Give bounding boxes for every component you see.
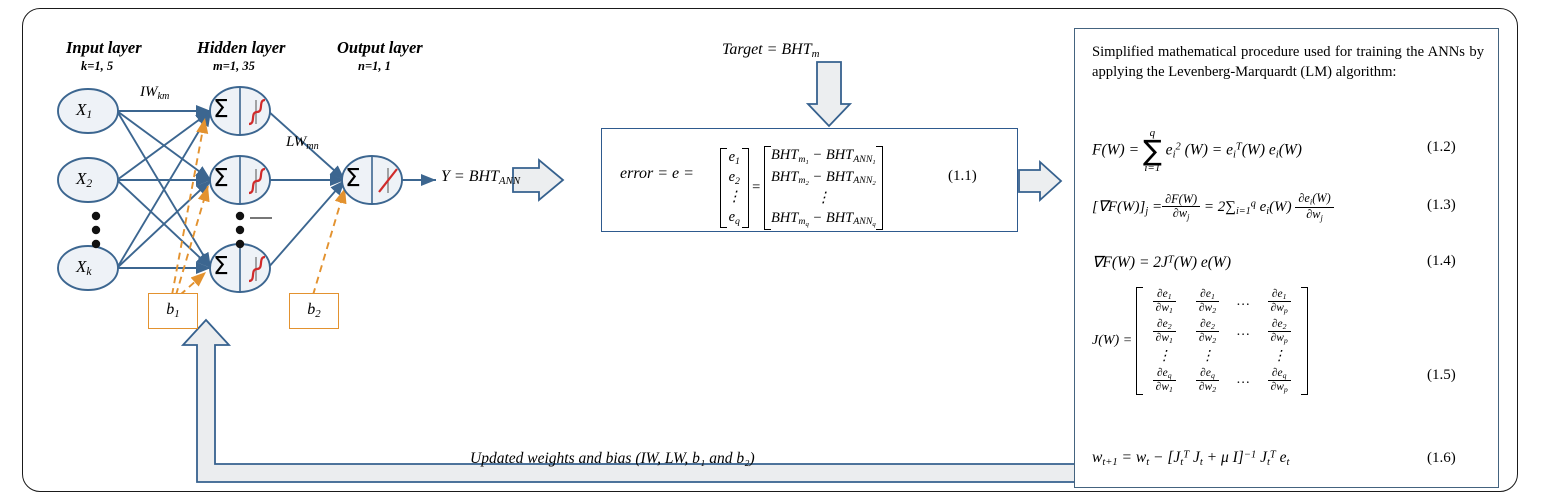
error-lhs: error = e = xyxy=(620,165,694,182)
output-layer-title: Output layer xyxy=(337,38,423,57)
right-panel-box: Simplified mathematical procedure used f… xyxy=(1074,28,1499,488)
equation-1-2: F(W) = q ∑ i=1 ei2 (W) = eiT(W) ei(W) xyxy=(1092,127,1302,175)
equation-1-4: ∇F(W) = 2JT(W) e(W) xyxy=(1092,254,1232,271)
jacobian-lhs: J(W) = xyxy=(1092,333,1133,349)
error-vector-rhs: BHTm1 − BHTANN1 BHTm2 − BHTANN2 ⋮ BHTmq … xyxy=(763,146,883,231)
equation-1-2-number: (1.2) xyxy=(1427,139,1456,155)
hidden-sigma-3: Σ xyxy=(213,251,229,280)
iw-label: IWkm xyxy=(140,84,170,102)
equation-1-6: wt+1 = wt − [JtT Jt + μ I]−1 JtT et xyxy=(1092,449,1290,468)
equation-1-4-number: (1.4) xyxy=(1427,253,1456,269)
input-node-xk: Xk xyxy=(76,257,92,279)
lw-label: LWmn xyxy=(286,134,319,152)
bias-box-2: b2 xyxy=(289,293,339,329)
error-equation-box: error = e = e1 e2 ⋮ eq = BHTm1 − BHTANN1… xyxy=(601,128,1018,232)
equation-1-5-number: (1.5) xyxy=(1427,367,1456,383)
equation-1-3: [∇F(W)]j =∂F(W)∂wj = 2∑i=1q ei(W) ∂ei(W)… xyxy=(1092,192,1334,223)
hidden-sigma-2: Σ xyxy=(213,163,229,192)
bias-2-label: b2 xyxy=(307,301,321,321)
jacobian-matrix: ∂e1∂w1 ∂e1∂w2 … ∂e1∂wp ∂e2∂w1 ∂e2∂w2 … ∂… xyxy=(1135,287,1308,396)
jacobian-row: ∂e1∂w1 ∂e1∂w2 … ∂e1∂wp xyxy=(1143,287,1301,317)
error-vector-e: e1 e2 ⋮ eq xyxy=(720,148,749,229)
target-label: Target = BHTm xyxy=(722,41,820,61)
equation-1-5: J(W) = ∂e1∂w1 ∂e1∂w2 … ∂e1∂wp ∂e2∂w1 ∂e2… xyxy=(1092,287,1308,396)
right-panel-heading: Simplified mathematical procedure used f… xyxy=(1092,44,1484,80)
input-node-x1: X1 xyxy=(76,100,93,122)
jacobian-row: ⋮ ⋮ ⋮ xyxy=(1157,348,1287,364)
jacobian-row: ∂e2∂w1 ∂e2∂w2 … ∂e2∂wp xyxy=(1143,317,1301,347)
feedback-label: Updated weights and bias (IW, LW, b₁ and… xyxy=(470,450,755,467)
hidden-layer-title: Hidden layer xyxy=(197,38,286,57)
error-equation-number: (1.1) xyxy=(948,168,977,184)
output-expression: Y = BHTANN xyxy=(441,168,521,188)
input-node-x2: X2 xyxy=(76,169,93,191)
input-layer-title: Input layer xyxy=(66,38,142,57)
hidden-layer-range: m=1, 35 xyxy=(213,59,255,73)
error-vectors: e1 e2 ⋮ eq = BHTm1 − BHTANN1 BHTm2 − BHT… xyxy=(720,146,883,231)
output-layer-range: n=1, 1 xyxy=(358,59,391,73)
input-layer-range: k=1, 5 xyxy=(81,59,114,73)
jacobian-row: ∂eq∂w1 ∂eq∂w2 … ∂eq∂wp xyxy=(1143,366,1301,396)
bias-1-label: b1 xyxy=(166,301,180,321)
output-sigma: Σ xyxy=(345,163,361,192)
bias-box-1: b1 xyxy=(148,293,198,329)
equation-1-6-number: (1.6) xyxy=(1427,450,1456,466)
error-equals: = xyxy=(752,179,761,196)
hidden-sigma-1: Σ xyxy=(213,94,229,123)
equation-1-3-number: (1.3) xyxy=(1427,197,1456,213)
